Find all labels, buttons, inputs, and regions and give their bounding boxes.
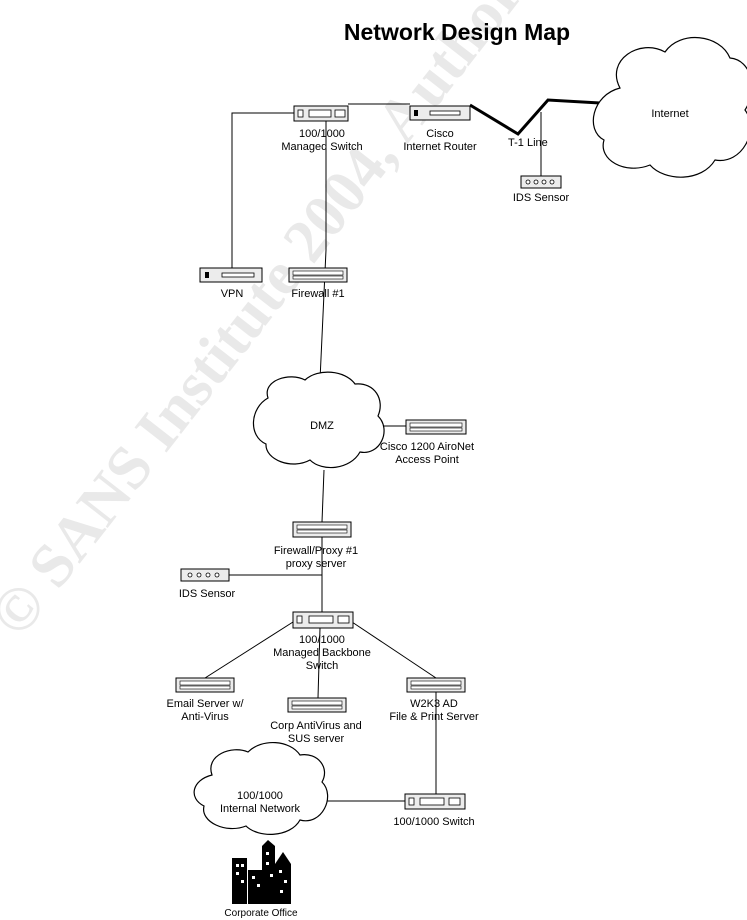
email-server: Email Server w/ Anti-Virus bbox=[166, 677, 244, 723]
access-point: Cisco 1200 AiroNet Access Point bbox=[380, 419, 474, 466]
w2k3-label-2: File & Print Server bbox=[389, 711, 479, 723]
backbone-label-2: Managed Backbone bbox=[273, 647, 371, 659]
dmz-cloud: DMZ bbox=[252, 371, 385, 469]
ids-top-label: IDS Sensor bbox=[513, 192, 570, 204]
connections bbox=[204, 98, 601, 802]
internal-network-label-2: Internal Network bbox=[220, 803, 301, 815]
internal-network-cloud: 100/1000 Internal Network bbox=[193, 741, 329, 835]
router-label-1: Cisco bbox=[426, 128, 454, 140]
email-server-label-2: Anti-Virus bbox=[181, 711, 229, 723]
ids-sensor-mid: IDS Sensor bbox=[179, 568, 236, 600]
corporate-office-icon: Corporate Office bbox=[224, 840, 298, 919]
w2k3-label-1: W2K3 AD bbox=[410, 698, 458, 710]
cisco-router: Cisco Internet Router bbox=[403, 105, 477, 153]
ids-sensor-top: IDS Sensor bbox=[513, 175, 570, 204]
firewall-proxy: Firewall/Proxy #1 proxy server bbox=[274, 521, 358, 570]
corporate-office-label: Corporate Office bbox=[224, 908, 298, 919]
dmz-label: DMZ bbox=[310, 420, 334, 432]
internet-cloud: Internet bbox=[592, 37, 747, 178]
firewall-1-label: Firewall #1 bbox=[291, 288, 344, 300]
bottom-switch: 100/1000 Switch bbox=[393, 793, 475, 828]
firewall-proxy-label-1: Firewall/Proxy #1 bbox=[274, 545, 358, 557]
access-point-label-2: Access Point bbox=[395, 454, 459, 466]
managed-switch-label-1: 100/1000 bbox=[299, 128, 345, 140]
backbone-label-1: 100/1000 bbox=[299, 634, 345, 646]
firewall-1: Firewall #1 bbox=[288, 267, 348, 300]
router-label-2: Internet Router bbox=[403, 141, 477, 153]
managed-switch: 100/1000 Managed Switch bbox=[281, 105, 363, 153]
antivirus-label-2: SUS server bbox=[288, 733, 345, 745]
email-server-label-1: Email Server w/ bbox=[166, 698, 244, 710]
internal-network-label-1: 100/1000 bbox=[237, 790, 283, 802]
backbone-label-3: Switch bbox=[306, 660, 338, 672]
backbone-switch: 100/1000 Managed Backbone Switch bbox=[273, 611, 371, 672]
antivirus-server: Corp AntiVirus and SUS server bbox=[270, 697, 362, 745]
diagram-title: Network Design Map bbox=[344, 19, 570, 45]
t1-line-label: T-1 Line bbox=[508, 137, 548, 149]
firewall-proxy-label-2: proxy server bbox=[286, 558, 347, 570]
antivirus-label-1: Corp AntiVirus and bbox=[270, 720, 362, 732]
bottom-switch-label: 100/1000 Switch bbox=[393, 816, 474, 828]
managed-switch-label-2: Managed Switch bbox=[281, 141, 362, 153]
vpn-label: VPN bbox=[221, 288, 244, 300]
access-point-label-1: Cisco 1200 AiroNet bbox=[380, 441, 474, 453]
ids-mid-label: IDS Sensor bbox=[179, 588, 236, 600]
w2k3-server: W2K3 AD File & Print Server bbox=[389, 677, 479, 723]
vpn-device: VPN bbox=[199, 267, 263, 300]
internet-label: Internet bbox=[651, 108, 688, 120]
t1-lightning bbox=[469, 98, 601, 136]
